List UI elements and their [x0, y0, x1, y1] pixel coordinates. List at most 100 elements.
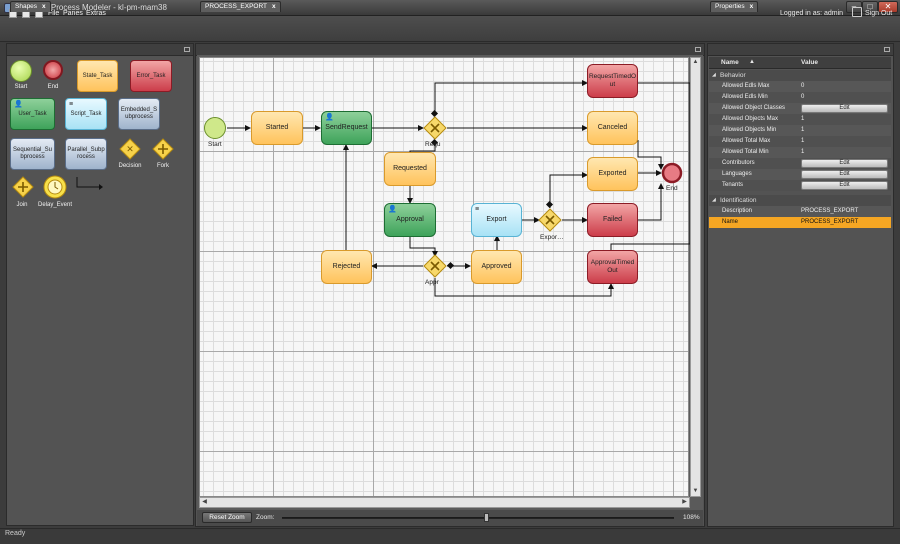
column-name[interactable]: Name: [721, 59, 739, 66]
prop-name: Contributors: [722, 160, 755, 166]
scroll-down-icon[interactable]: ▼: [692, 488, 699, 494]
gateway-requested[interactable]: [423, 116, 447, 140]
zoom-slider-thumb[interactable]: [483, 513, 489, 522]
reset-zoom-button[interactable]: Reset Zoom: [202, 512, 252, 523]
node-requested[interactable]: Requested: [384, 152, 436, 186]
scroll-left-icon[interactable]: ◀: [202, 499, 207, 505]
prop-value[interactable]: 0: [801, 94, 805, 100]
zoom-slider-track[interactable]: [282, 517, 674, 519]
prop-value[interactable]: 1: [801, 116, 805, 122]
palette-script-task-label: Script_Task: [70, 110, 102, 117]
prop-value[interactable]: 0: [801, 83, 805, 89]
edit-button[interactable]: Edit: [801, 159, 888, 168]
node-rejected[interactable]: Rejected: [321, 250, 372, 284]
prop-value[interactable]: PROCESS_EXPORT: [801, 219, 859, 225]
sign-out-link[interactable]: Sign Out: [865, 10, 893, 17]
palette-parallel-subprocess[interactable]: Parallel_Subp rocess: [65, 138, 107, 170]
gateway-approval-label: Appr: [425, 279, 439, 286]
node-started[interactable]: Started: [251, 111, 303, 145]
node-approval[interactable]: 👤Approval: [384, 203, 436, 237]
palette-end[interactable]: [43, 60, 63, 80]
vertical-scrollbar[interactable]: ▲ ▼: [690, 57, 701, 497]
gateway-approval[interactable]: [423, 254, 447, 278]
maximize-button[interactable]: □: [862, 1, 878, 13]
section-identification[interactable]: ◢ Identification: [709, 195, 891, 206]
horizontal-scrollbar[interactable]: ◀ ▶: [199, 497, 690, 508]
menu-file[interactable]: File: [48, 10, 60, 17]
palette-sequential-subprocess[interactable]: Sequential_Su bprocess: [10, 138, 55, 170]
palette-parallel-subprocess-label: Parallel_Subp rocess: [67, 147, 105, 160]
window-title: Interplay Process Modeler - kl-pm-mam38: [18, 3, 167, 12]
palette-decision[interactable]: ✕: [119, 138, 141, 160]
section-behavior[interactable]: ◢ Behavior: [709, 70, 891, 81]
palette-user-task[interactable]: 👤User_Task: [10, 98, 55, 130]
node-exported[interactable]: Exported: [587, 157, 638, 191]
gateway-export-label: Expor…: [540, 234, 564, 241]
palette-start[interactable]: [10, 60, 32, 82]
close-tab-icon[interactable]: x: [272, 3, 276, 10]
maximize-icon[interactable]: [184, 47, 190, 52]
palette-delay-event[interactable]: [43, 175, 67, 199]
prop-row-name[interactable]: Name PROCESS_EXPORT: [709, 217, 891, 228]
collapse-icon[interactable]: ◢: [712, 197, 716, 203]
close-button[interactable]: ✕: [878, 1, 898, 13]
user-icon: 👤: [388, 206, 397, 213]
tab-shapes-label: Shapes: [15, 3, 38, 10]
node-approval-timed-out[interactable]: ApprovalTimed Out: [587, 250, 638, 284]
palette-state-task[interactable]: State_Task: [77, 60, 118, 92]
column-value[interactable]: Value: [801, 59, 818, 66]
palette-join[interactable]: [12, 176, 34, 198]
maximize-icon[interactable]: [695, 47, 701, 52]
gateway-export[interactable]: [538, 208, 562, 232]
edit-button[interactable]: Edit: [801, 170, 888, 179]
scroll-up-icon[interactable]: ▲: [692, 59, 699, 65]
edit-button[interactable]: Edit: [801, 104, 888, 113]
menu-panes[interactable]: Panes: [63, 10, 83, 17]
node-request-timed-out[interactable]: RequestTimedO ut: [587, 64, 638, 98]
process-canvas[interactable]: Start Started 👤SendRequest Requested 👤Ap…: [199, 57, 690, 497]
prop-row[interactable]: Contributors Edit: [709, 158, 891, 169]
node-send-request[interactable]: 👤SendRequest: [321, 111, 372, 145]
collapse-icon[interactable]: ◢: [712, 72, 716, 78]
start-event[interactable]: [203, 116, 227, 140]
end-event[interactable]: [661, 162, 683, 184]
palette-error-task[interactable]: Error_Task: [130, 60, 172, 92]
scroll-right-icon[interactable]: ▶: [682, 499, 687, 505]
maximize-icon[interactable]: [884, 47, 890, 52]
palette-script-task[interactable]: ≡ Script_Task: [65, 98, 107, 130]
node-export[interactable]: ≡Export: [471, 203, 522, 237]
prop-row-description[interactable]: Description PROCESS_EXPORT: [709, 206, 891, 217]
prop-name: Allowed Edls Min: [722, 94, 768, 100]
prop-value[interactable]: 1: [801, 138, 805, 144]
sign-out-icon[interactable]: [852, 7, 862, 17]
palette-end-label: End: [47, 84, 59, 90]
node-approved[interactable]: Approved: [471, 250, 522, 284]
script-icon: ≡: [69, 101, 74, 108]
palette-embedded-subprocess[interactable]: Embedded_S ubprocess: [118, 98, 160, 130]
prop-row[interactable]: Allowed Edls Min 0: [709, 92, 891, 103]
close-tab-icon[interactable]: x: [749, 3, 754, 10]
edit-button[interactable]: Edit: [801, 181, 888, 190]
palette-connector[interactable]: [75, 175, 105, 195]
prop-value[interactable]: PROCESS_EXPORT: [801, 208, 859, 214]
prop-value[interactable]: 1: [801, 127, 805, 133]
menu-extras[interactable]: Extras: [86, 10, 106, 17]
palette-fork[interactable]: [152, 138, 174, 160]
zoom-label: Zoom:: [256, 514, 275, 521]
prop-value[interactable]: 1: [801, 149, 805, 155]
node-canceled[interactable]: Canceled: [587, 111, 638, 145]
node-failed[interactable]: Failed: [587, 203, 638, 237]
sort-asc-icon[interactable]: ▲: [749, 59, 755, 65]
close-tab-icon[interactable]: x: [42, 3, 46, 10]
